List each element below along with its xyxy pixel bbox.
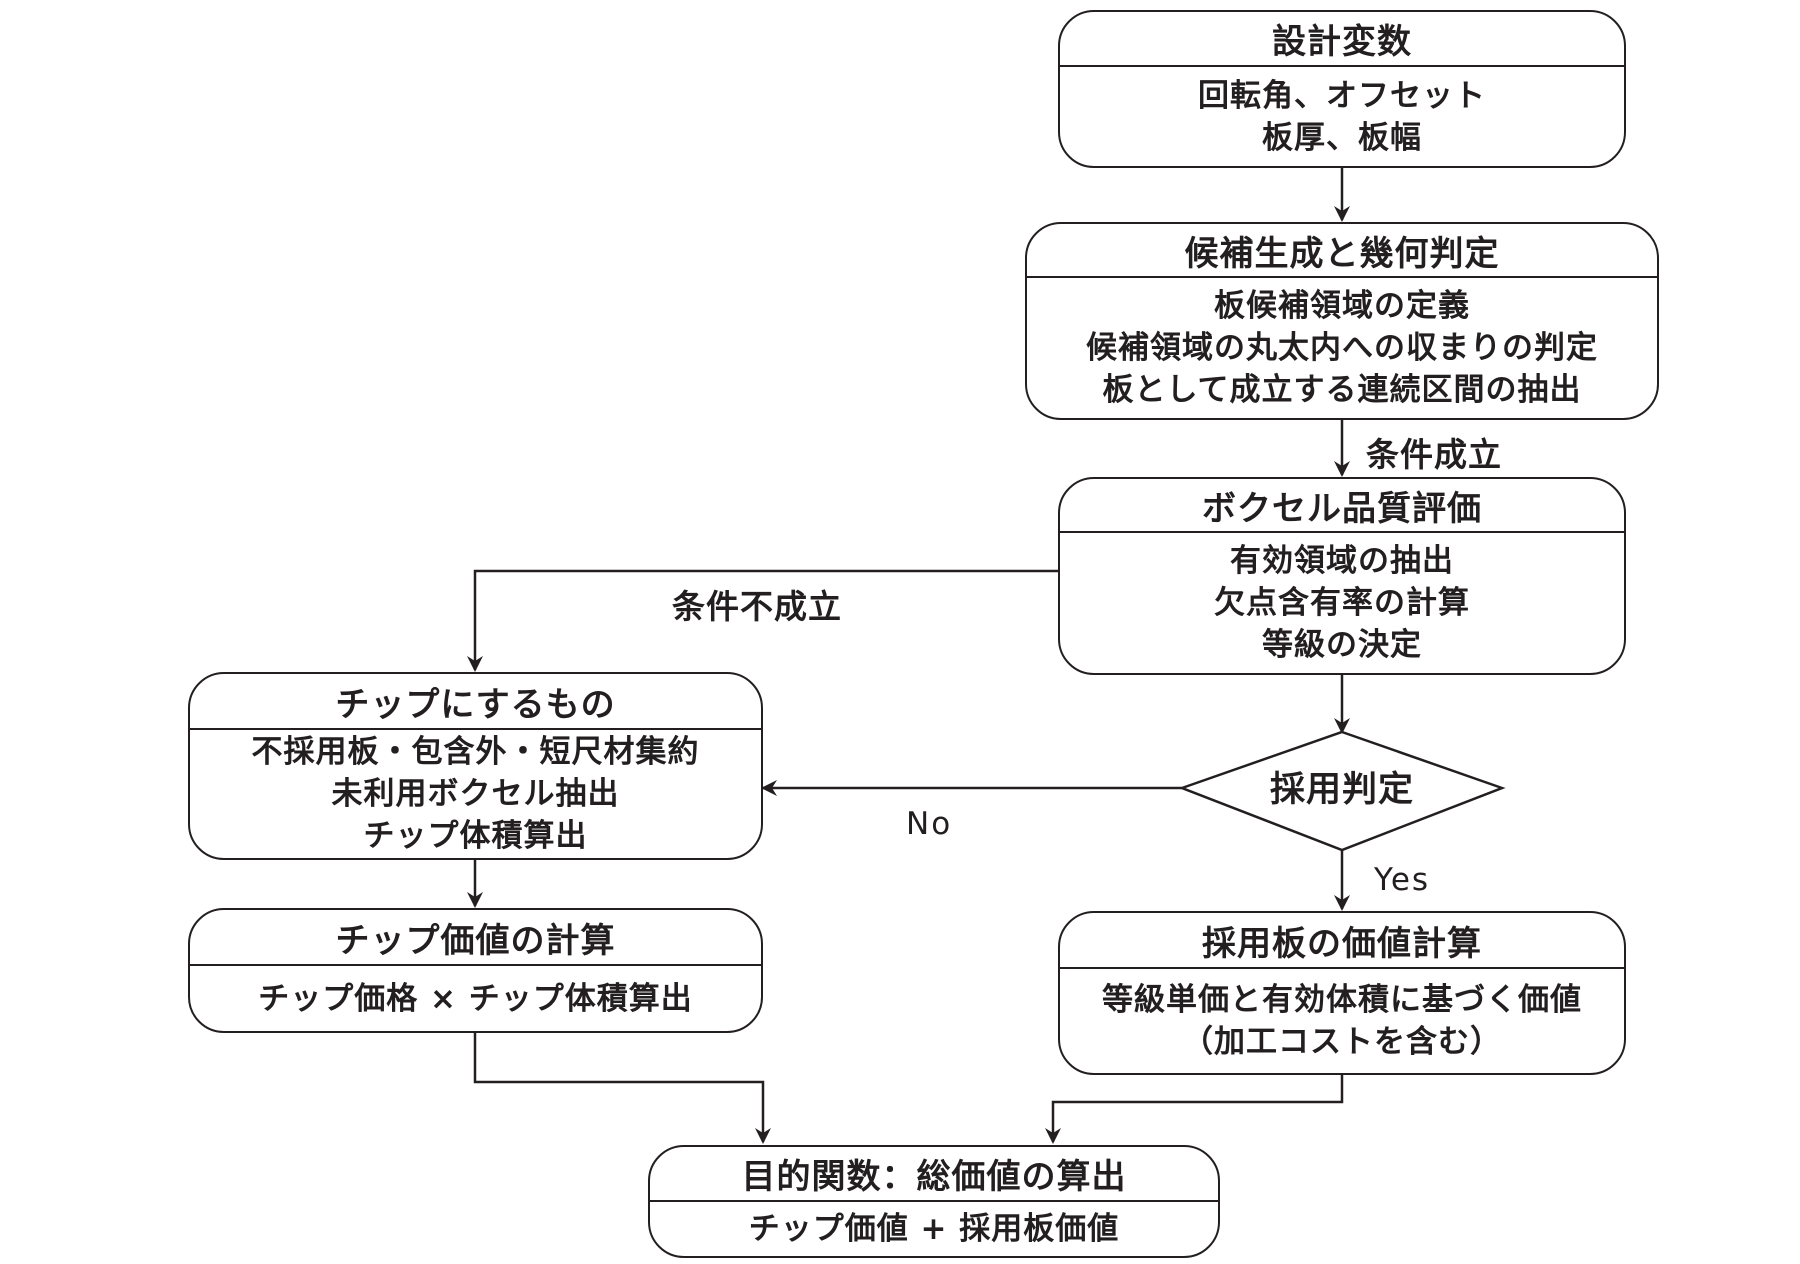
chip-items-box: チップにするもの 不採用板・包含外・短尺材集約 未利用ボクセル抽出 チップ体積算… [188, 672, 763, 860]
candidate-generation-body: 板候補領域の定義 候補領域の丸太内への収まりの判定 板として成立する連続区間の抽… [1027, 278, 1657, 418]
chip-value-body: チップ価格 × チップ体積算出 [190, 966, 761, 1031]
decision-diamond [1178, 730, 1506, 852]
edge-label-no: No [906, 806, 953, 842]
voxel-quality-line: 欠点含有率の計算 [1214, 585, 1470, 621]
chip-items-line: チップ体積算出 [363, 818, 588, 854]
board-value-box: 採用板の価値計算 等級単価と有効体積に基づく価値 （加工コストを含む） [1058, 911, 1626, 1075]
board-value-title: 採用板の価値計算 [1060, 913, 1624, 969]
voxel-quality-title: ボクセル品質評価 [1060, 479, 1624, 533]
chip-value-line: チップ価格 × チップ体積算出 [258, 980, 693, 1017]
board-value-line: 等級単価と有効体積に基づく価値 [1102, 982, 1582, 1018]
chip-items-title: チップにするもの [190, 674, 761, 730]
edge-chipvalue-to-objective [473, 1033, 771, 1144]
design-variables-line: 回転角、オフセット [1198, 77, 1486, 114]
candidate-generation-line: 板として成立する連続区間の抽出 [1102, 372, 1582, 408]
decision-label: 採用判定 [1269, 769, 1414, 810]
design-variables-line: 板厚、板幅 [1262, 119, 1422, 156]
chip-items-line: 未利用ボクセル抽出 [331, 776, 620, 812]
edge-board-to-objective [1045, 1075, 1344, 1144]
edge-label-condition-not-met: 条件不成立 [672, 587, 842, 626]
edge-label-condition-met: 条件成立 [1366, 435, 1502, 474]
candidate-generation-line: 板候補領域の定義 [1214, 288, 1470, 324]
chip-items-body: 不採用板・包含外・短尺材集約 未利用ボクセル抽出 チップ体積算出 [190, 730, 761, 858]
design-variables-box: 設計変数 回転角、オフセット 板厚、板幅 [1058, 10, 1626, 168]
edge-voxel-to-chip [467, 569, 1058, 672]
chip-value-title: チップ価値の計算 [190, 910, 761, 966]
design-variables-title: 設計変数 [1060, 12, 1624, 67]
voxel-quality-line: 等級の決定 [1262, 627, 1422, 663]
voxel-quality-box: ボクセル品質評価 有効領域の抽出 欠点含有率の計算 等級の決定 [1058, 477, 1626, 675]
edge-label-yes: Yes [1374, 862, 1431, 898]
candidate-generation-line: 候補領域の丸太内への収まりの判定 [1086, 330, 1598, 366]
voxel-quality-line: 有効領域の抽出 [1230, 543, 1454, 579]
objective-function-body: チップ価値 + 採用板価値 [650, 1202, 1218, 1256]
objective-function-title: 目的関数：総価値の算出 [650, 1147, 1218, 1202]
board-value-body: 等級単価と有効体積に基づく価値 （加工コストを含む） [1060, 969, 1624, 1073]
board-value-line: （加工コストを含む） [1182, 1024, 1502, 1060]
candidate-generation-box: 候補生成と幾何判定 板候補領域の定義 候補領域の丸太内への収まりの判定 板として… [1025, 222, 1659, 420]
design-variables-body: 回転角、オフセット 板厚、板幅 [1060, 67, 1624, 166]
objective-function-box: 目的関数：総価値の算出 チップ価値 + 採用板価値 [648, 1145, 1220, 1258]
chip-items-line: 不採用板・包含外・短尺材集約 [251, 734, 700, 770]
chip-value-box: チップ価値の計算 チップ価格 × チップ体積算出 [188, 908, 763, 1033]
voxel-quality-body: 有効領域の抽出 欠点含有率の計算 等級の決定 [1060, 533, 1624, 673]
objective-function-line: チップ価値 + 採用板価値 [748, 1211, 1120, 1247]
candidate-generation-title: 候補生成と幾何判定 [1027, 224, 1657, 278]
